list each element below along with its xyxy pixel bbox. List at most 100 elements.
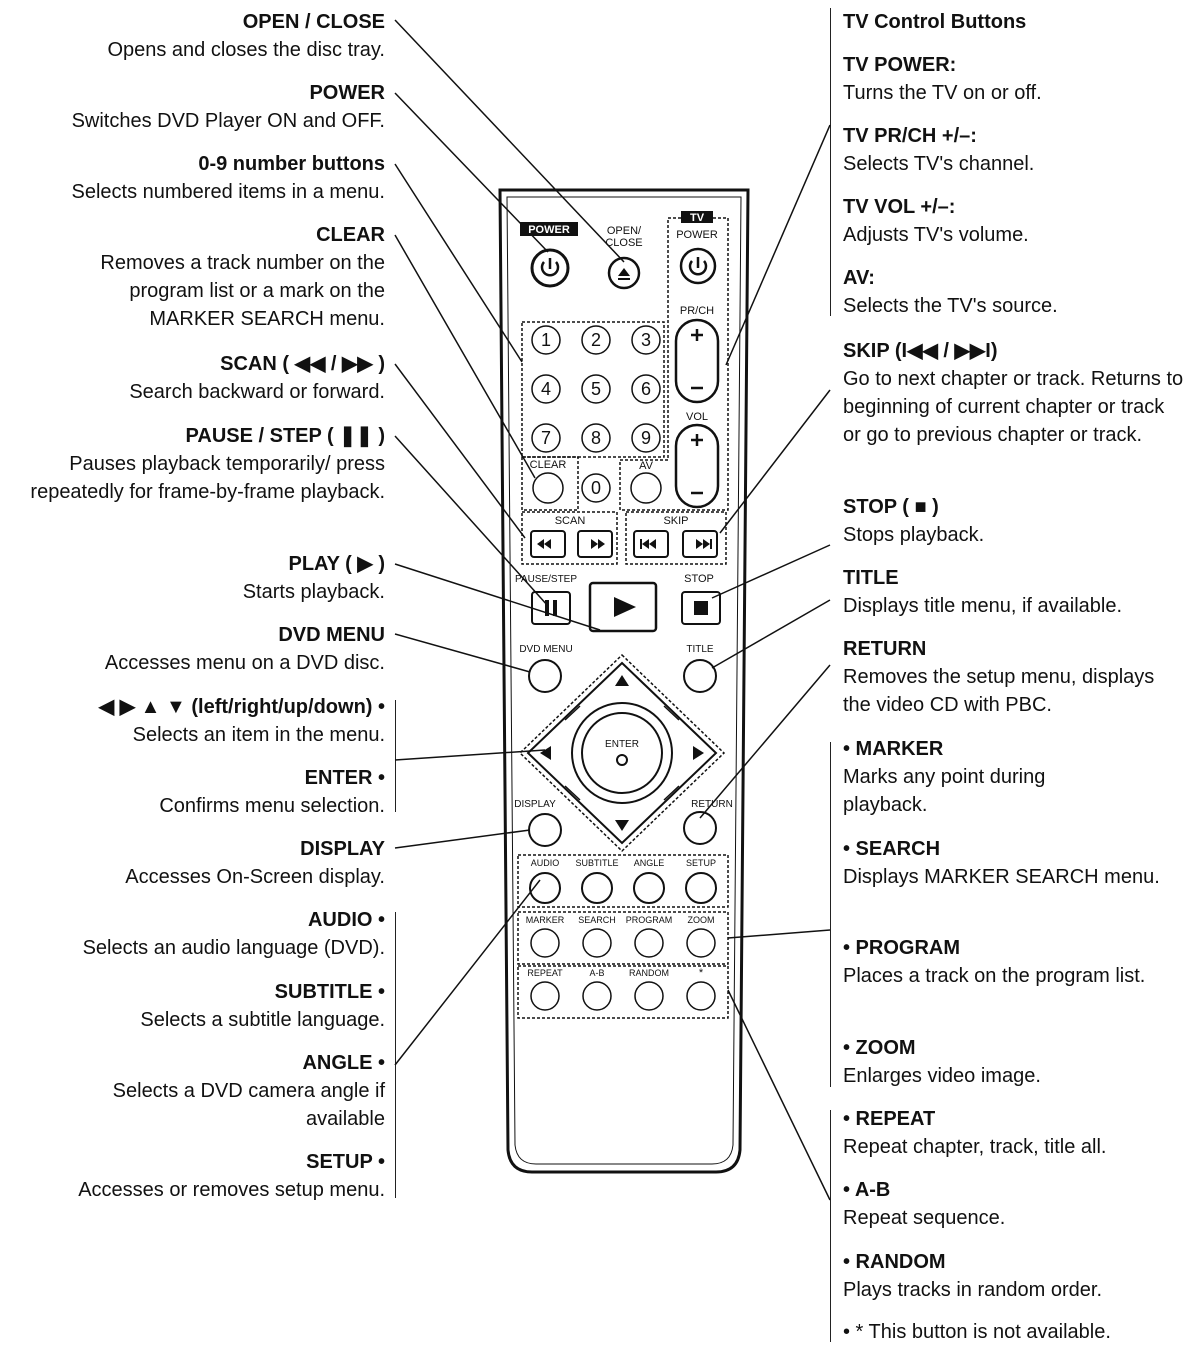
- label-zoom: • ZOOM Enlarges video image.: [843, 1037, 1041, 1087]
- leader-numbers: [394, 163, 523, 363]
- number-label-1: 1: [541, 330, 551, 350]
- number-button-9[interactable]: [631, 423, 661, 453]
- label-clear: CLEAR Removes a track number on the prog…: [100, 224, 385, 330]
- number-button-2[interactable]: [581, 325, 611, 355]
- eject-bar-icon: [618, 278, 630, 280]
- marker-button[interactable]: [530, 928, 560, 958]
- number-label-2: 2: [591, 330, 601, 350]
- remote-body: [498, 188, 750, 1174]
- remote-body-inner: [506, 196, 742, 1165]
- star-button[interactable]: [686, 981, 716, 1011]
- power-icon: [540, 261, 560, 277]
- tv-power-button[interactable]: [679, 247, 717, 285]
- leader-audio-row: [394, 879, 541, 1066]
- label-return: RETURN Removes the setup menu, displays …: [843, 638, 1155, 716]
- clear-outline: [521, 456, 579, 511]
- number-label-5: 5: [591, 379, 601, 399]
- number-button-1[interactable]: [531, 325, 561, 355]
- subtitle-button[interactable]: [581, 872, 613, 904]
- search-button[interactable]: [582, 928, 612, 958]
- stop-icon: [694, 601, 708, 615]
- title-button[interactable]: [683, 659, 717, 693]
- tv-group-outline: [619, 217, 729, 511]
- number-button-5[interactable]: [581, 374, 611, 404]
- bracket-tv-controls: [830, 8, 831, 316]
- zoom-button[interactable]: [686, 928, 716, 958]
- down-arrow-icon: [615, 820, 629, 831]
- number-button-7[interactable]: [531, 423, 561, 453]
- number-button-4[interactable]: [531, 374, 561, 404]
- skip-back-button[interactable]: [633, 530, 669, 558]
- label-search: • SEARCH Displays MARKER SEARCH menu.: [843, 838, 1160, 888]
- enter-button[interactable]: [581, 712, 663, 794]
- label-skip: SKIP (I◀◀ / ▶▶I) Go to next chapter or t…: [843, 340, 1184, 446]
- nav-divider-4: [663, 785, 680, 801]
- play-button[interactable]: [588, 581, 658, 633]
- stop-label: STOP: [684, 573, 714, 585]
- dvd-menu-button[interactable]: [528, 659, 562, 693]
- clear-button[interactable]: [532, 472, 564, 504]
- vol-rocker[interactable]: [674, 423, 720, 509]
- open-close-button[interactable]: [607, 256, 641, 290]
- enter-dot: [616, 754, 628, 766]
- vol-label: VOL: [686, 411, 708, 423]
- skip-forward-button[interactable]: [682, 530, 718, 558]
- tv-label-bg: [681, 211, 713, 223]
- label-repeat: • REPEAT Repeat chapter, track, title al…: [843, 1108, 1107, 1158]
- ab-button[interactable]: [582, 981, 612, 1011]
- prch-rocker[interactable]: [674, 318, 720, 404]
- leader-stop: [711, 544, 831, 599]
- number-pad-outline: [521, 321, 665, 458]
- program-button[interactable]: [634, 928, 664, 958]
- label-tv-prch: TV PR/CH +/–: Selects TV's channel.: [843, 125, 1035, 175]
- nav-diamond[interactable]: [526, 661, 718, 845]
- label-av: AV: Selects the TV's source.: [843, 267, 1058, 317]
- leader-open-close: [394, 19, 625, 263]
- label-display: DISPLAY Accesses On-Screen display.: [125, 838, 385, 888]
- av-button[interactable]: [630, 472, 662, 504]
- skip-outline: [625, 511, 727, 565]
- number-button-0[interactable]: [581, 473, 611, 503]
- open-close-label-2: CLOSE: [605, 237, 642, 249]
- row1-outline: [517, 854, 729, 908]
- row1-label-subtitle: SUBTITLE: [575, 858, 618, 868]
- fast-forward-icon-2: [598, 539, 605, 549]
- random-button[interactable]: [634, 981, 664, 1011]
- power-label-bg: [520, 222, 578, 236]
- leader-tv-controls: [725, 124, 831, 366]
- audio-button[interactable]: [529, 872, 561, 904]
- label-program: • PROGRAM Places a track on the program …: [843, 937, 1146, 987]
- number-label-0: 0: [591, 478, 601, 498]
- angle-button[interactable]: [633, 872, 665, 904]
- label-subtitle: SUBTITLE • Selects a subtitle language.: [140, 981, 385, 1031]
- leader-clear: [394, 234, 536, 479]
- return-button[interactable]: [683, 811, 717, 845]
- number-label-4: 4: [541, 379, 551, 399]
- display-button[interactable]: [528, 813, 562, 847]
- scan-label: SCAN: [555, 515, 586, 527]
- row3-label-ab: A-B: [589, 968, 604, 978]
- number-button-8[interactable]: [581, 423, 611, 453]
- repeat-button[interactable]: [530, 981, 560, 1011]
- tv-power-icon: [688, 260, 708, 276]
- skip-forward-icon: [696, 539, 703, 549]
- leader-title: [711, 599, 831, 669]
- eject-icon: [618, 268, 630, 276]
- number-button-6[interactable]: [631, 374, 661, 404]
- scan-back-button[interactable]: [530, 530, 566, 558]
- label-tv-controls: TV Control Buttons: [843, 11, 1027, 33]
- number-label-7: 7: [541, 428, 551, 448]
- bracket-marker-zoom: [830, 742, 831, 1087]
- pause-step-label: PAUSE/STEP: [515, 574, 577, 585]
- title-label: TITLE: [686, 644, 714, 655]
- number-button-3[interactable]: [631, 325, 661, 355]
- power-button[interactable]: [530, 248, 570, 288]
- stop-button[interactable]: [681, 591, 721, 625]
- setup-button[interactable]: [685, 872, 717, 904]
- scan-forward-button[interactable]: [577, 530, 613, 558]
- row3-label-repeat: REPEAT: [527, 968, 563, 978]
- dvd-menu-label: DVD MENU: [519, 644, 572, 655]
- skip-forward-bar-icon: [710, 539, 712, 549]
- skip-back-bar-icon: [640, 539, 642, 549]
- up-arrow-icon: [615, 675, 629, 686]
